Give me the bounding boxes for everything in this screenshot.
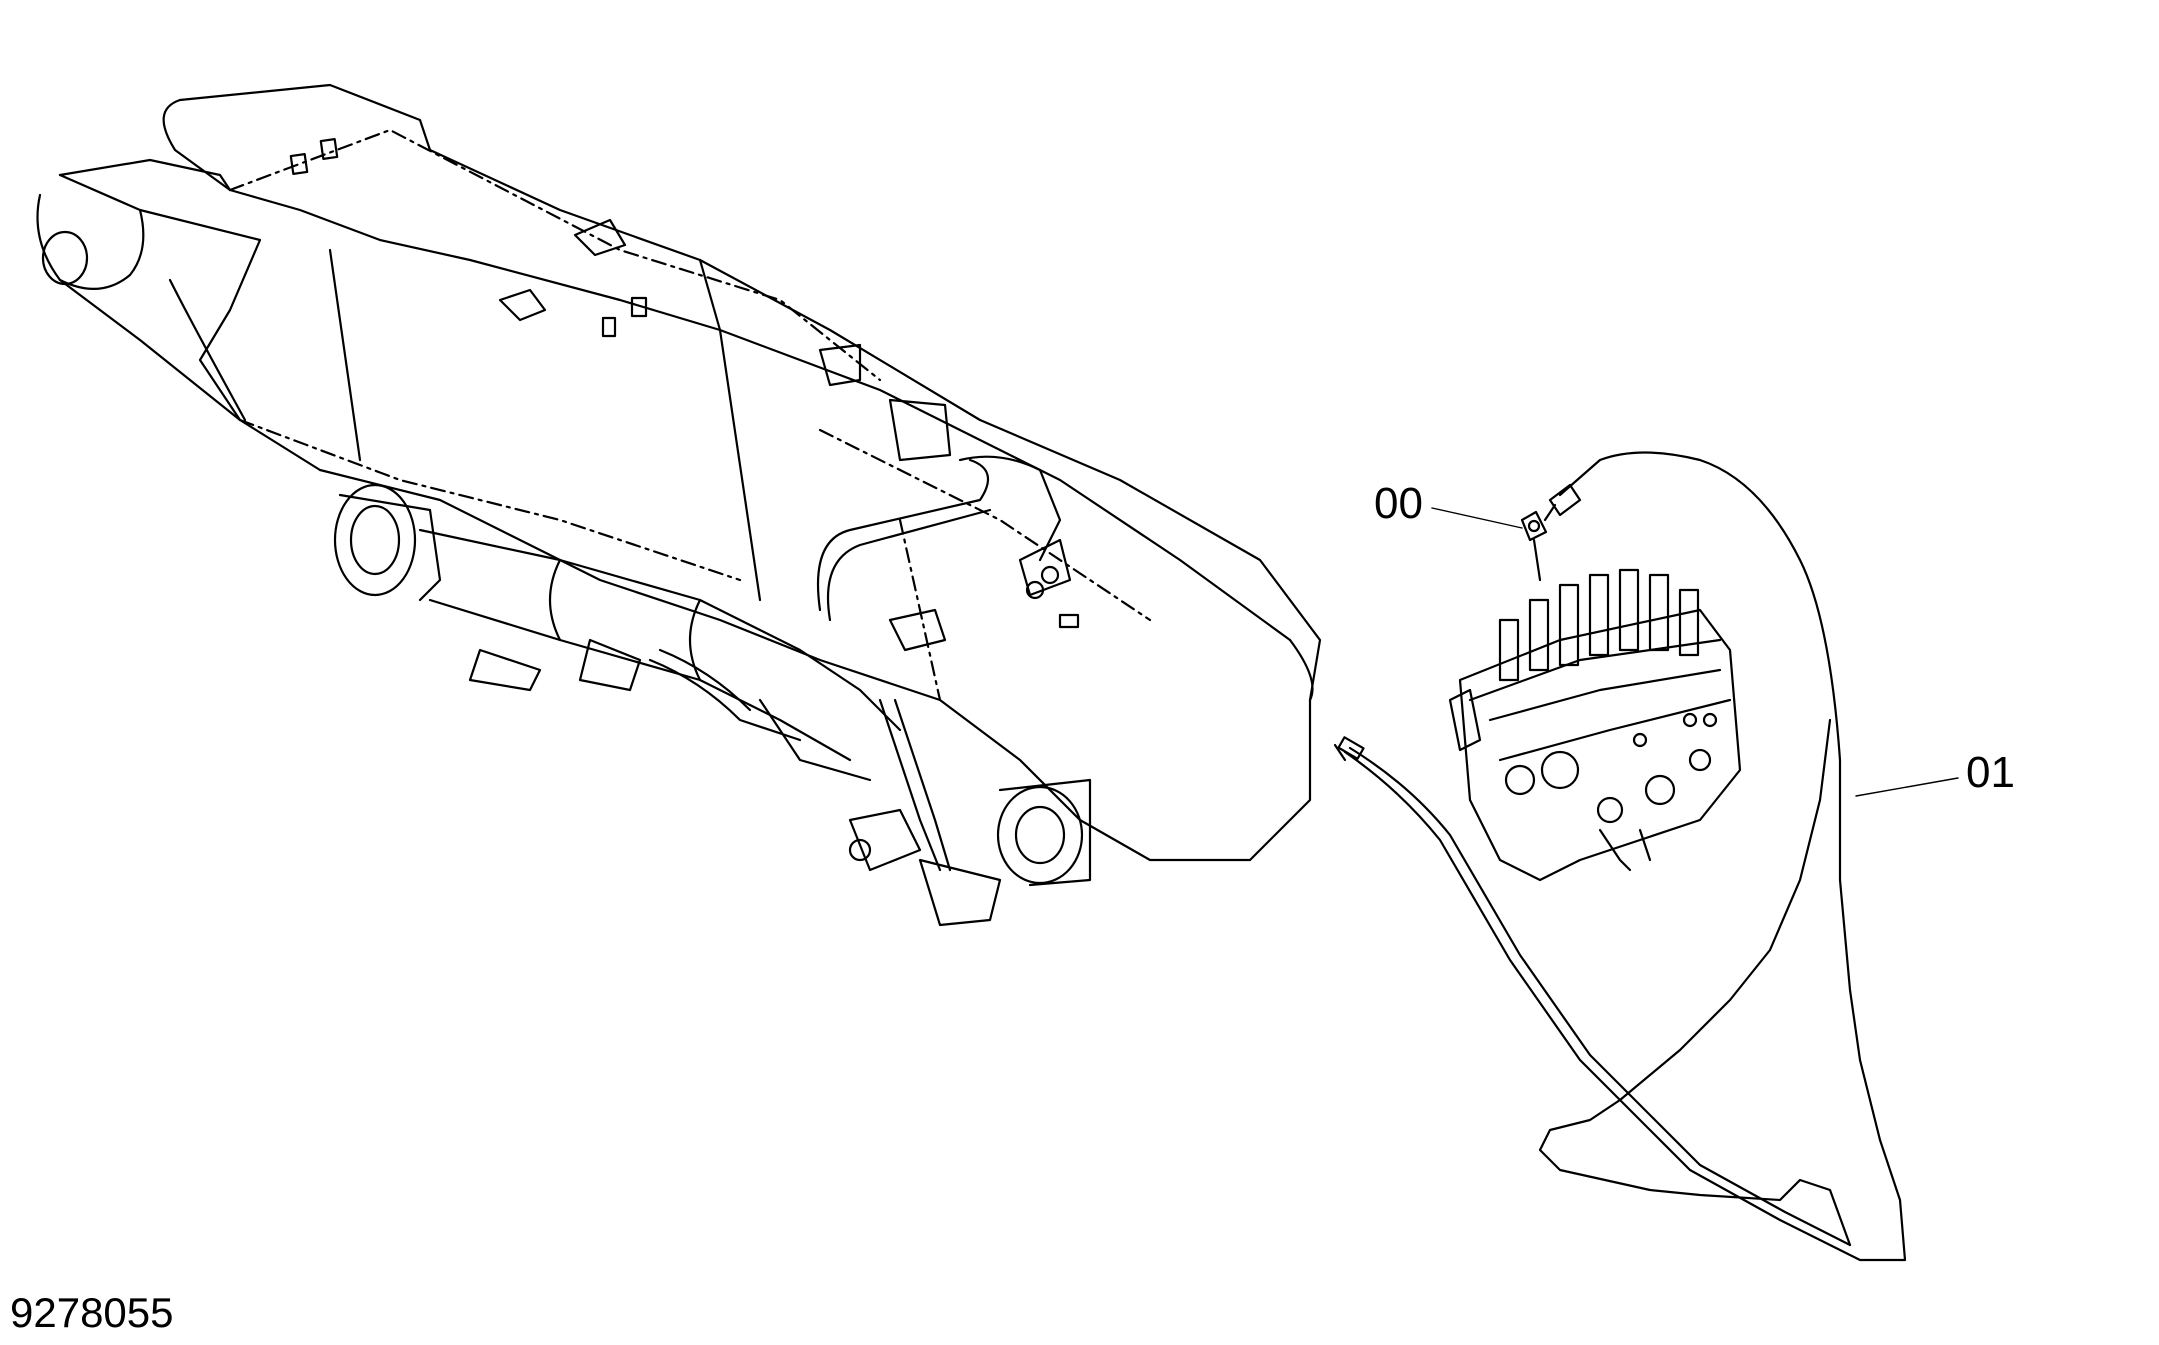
callout-label-01: 01 [1966, 748, 2015, 797]
drawing-number: 9278055 [10, 1289, 174, 1336]
callout-label-00: 00 [1374, 479, 1423, 528]
boom-arm [36, 83, 1322, 927]
control-valve [1448, 510, 1742, 882]
leader-lines [1431, 507, 1959, 797]
hose-assembly [1333, 451, 1907, 1262]
